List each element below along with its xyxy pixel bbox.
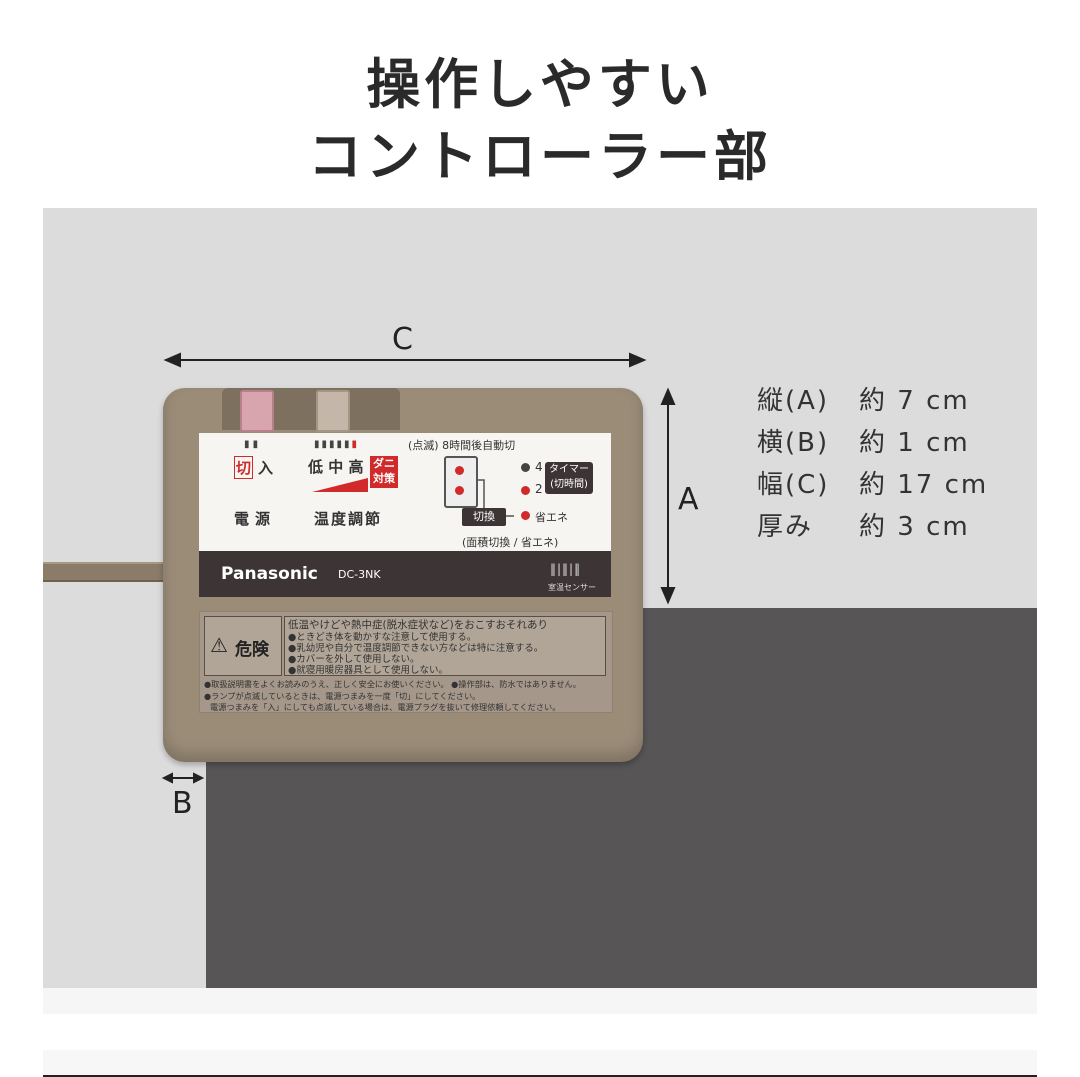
spec-row: 厚み 約 3 cm bbox=[757, 506, 970, 543]
dimension-b-label: B bbox=[172, 786, 193, 821]
power-section-label: 電源 bbox=[234, 510, 277, 528]
switch-button[interactable]: 切換 bbox=[462, 508, 506, 526]
sensor-icon: ‖|‖|‖ bbox=[550, 562, 582, 576]
timer-label-bottom: (切時間) bbox=[550, 479, 588, 490]
dani-top-text: ダニ bbox=[373, 457, 395, 470]
brand-bar bbox=[199, 551, 611, 597]
led-2-indicator bbox=[521, 486, 530, 495]
note-line: 電源つまみを「入」にしても点滅している場合は、電源プラグを抜いて修理依頼してくだ… bbox=[210, 702, 561, 712]
footer-panel bbox=[43, 1050, 1037, 1077]
temp-section-label: 温度調節 bbox=[314, 510, 383, 528]
warning-line: ●カバーを外して使用しない。 bbox=[288, 654, 420, 665]
timer-button-frame[interactable] bbox=[444, 456, 478, 508]
spec-value: 約 3 cm bbox=[859, 512, 970, 542]
power-on-label: 入 bbox=[258, 459, 274, 477]
spec-row: 横(B) 約 1 cm bbox=[757, 422, 970, 459]
danger-label: 危険 bbox=[235, 640, 269, 660]
temp-levels-label: 低 中 高 bbox=[308, 458, 364, 476]
timer-label-top: タイマー bbox=[549, 464, 589, 475]
temperature-knob[interactable] bbox=[316, 390, 350, 432]
spec-key: 横(B) bbox=[757, 428, 830, 458]
page-title-line2: コントローラー部 bbox=[308, 125, 772, 188]
spec-key: 厚み bbox=[757, 512, 814, 542]
floor-strip bbox=[43, 988, 1037, 1014]
led-icon bbox=[455, 486, 464, 495]
dimension-c-label: C bbox=[392, 322, 413, 357]
led-2-label: 2 bbox=[535, 482, 543, 496]
spec-value: 約 1 cm bbox=[859, 428, 970, 458]
dani-badge: ダニ 対策 bbox=[370, 456, 398, 488]
dani-bottom-text: 対策 bbox=[373, 472, 395, 485]
warning-triangle-icon: ⚠ bbox=[210, 633, 228, 657]
title-panel bbox=[43, 0, 1037, 208]
page-title-line1: 操作しやすい bbox=[366, 53, 714, 116]
model-number: DC-3NK bbox=[338, 568, 381, 581]
power-cord bbox=[43, 562, 165, 582]
led-4-indicator bbox=[521, 463, 530, 472]
warning-line: ●ときどき体を動かすな注意して使用する。 bbox=[288, 632, 477, 643]
power-ticks: ▮ ▮ bbox=[244, 439, 259, 450]
led-4-label: 4 bbox=[535, 460, 543, 474]
temp-ticks: ▮▮▮▮▮▮ bbox=[314, 439, 360, 450]
spec-key: 縦(A) bbox=[757, 386, 830, 416]
note-line: ●ランプが点滅しているときは、電源つまみを一度「切」にしてください。 bbox=[204, 691, 481, 701]
brand-logo: Panasonic bbox=[221, 564, 318, 584]
energy-save-led bbox=[521, 511, 530, 520]
switch-note: (面積切換 / 省エネ) bbox=[462, 536, 559, 549]
danger-box: ⚠ 危険 bbox=[204, 616, 282, 676]
spec-value: 約 17 cm bbox=[859, 470, 989, 500]
warning-text-box bbox=[284, 616, 606, 676]
blink-note: (点滅) 8時間後自動切 bbox=[408, 439, 516, 452]
sensor-label: 室温センサー bbox=[548, 583, 596, 592]
power-knob[interactable] bbox=[240, 390, 274, 432]
dimension-a-label: A bbox=[678, 482, 699, 517]
spec-value: 約 7 cm bbox=[859, 386, 970, 416]
note-line: ●取扱説明書をよくお読みのうえ、正しく安全にお使いください。 ●操作部は、防水で… bbox=[204, 679, 581, 689]
spec-key: 幅(C) bbox=[757, 470, 830, 500]
temp-ramp-icon bbox=[312, 478, 368, 492]
spec-row: 縦(A) 約 7 cm bbox=[757, 380, 970, 417]
power-off-label: 切 bbox=[234, 456, 254, 479]
led-icon bbox=[455, 466, 464, 475]
warning-line: 低温やけどや熱中症(脱水症状など)をおこすおそれあり bbox=[288, 619, 548, 631]
warning-line: ●就寝用暖房器具として使用しない。 bbox=[288, 665, 449, 676]
timer-label-box: タイマー (切時間) bbox=[545, 462, 593, 494]
spec-row: 幅(C) 約 17 cm bbox=[757, 464, 988, 501]
control-face-panel bbox=[199, 433, 611, 551]
warning-line: ●乳幼児や自分で温度調節できない方などは特に注意する。 bbox=[288, 643, 544, 654]
energy-save-label: 省エネ bbox=[535, 511, 568, 524]
footer-divider bbox=[43, 1075, 1037, 1077]
